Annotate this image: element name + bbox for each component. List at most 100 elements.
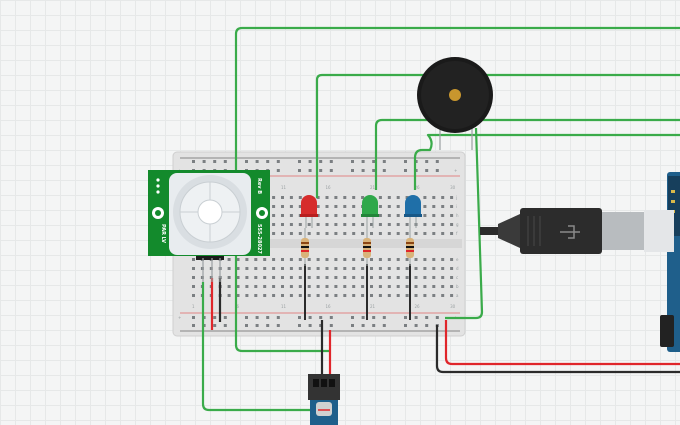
blue-led[interactable] — [404, 195, 422, 228]
resistor-2[interactable] — [363, 228, 371, 266]
breadboard-hole[interactable] — [272, 276, 276, 279]
power-wires[interactable] — [210, 278, 680, 380]
breadboard-hole[interactable] — [192, 285, 195, 288]
breadboard-hole[interactable] — [370, 276, 373, 279]
rail-hole[interactable] — [202, 160, 206, 163]
breadboard-hole[interactable] — [450, 294, 454, 297]
breadboard-hole[interactable] — [432, 276, 436, 279]
breadboard-hole[interactable] — [387, 205, 391, 208]
rail-hole[interactable] — [308, 160, 312, 163]
breadboard-hole[interactable] — [414, 267, 418, 270]
breadboard-hole[interactable] — [316, 232, 320, 235]
breadboard-hole[interactable] — [432, 267, 436, 270]
breadboard-hole[interactable] — [298, 267, 302, 270]
breadboard-hole[interactable] — [272, 285, 276, 288]
breadboard-hole[interactable] — [450, 276, 454, 279]
breadboard-hole[interactable] — [423, 276, 427, 279]
rail-hole[interactable] — [255, 316, 259, 319]
breadboard-hole[interactable] — [441, 223, 445, 226]
rail-hole[interactable] — [361, 160, 365, 163]
breadboard-hole[interactable] — [192, 276, 195, 279]
breadboard-hole[interactable] — [352, 205, 356, 208]
breadboard-hole[interactable] — [450, 196, 454, 199]
breadboard-hole[interactable] — [272, 214, 276, 217]
rail-hole[interactable] — [192, 160, 195, 163]
led-circuits[interactable] — [300, 195, 422, 320]
rail-hole[interactable] — [414, 324, 418, 327]
breadboard-hole[interactable] — [263, 285, 267, 288]
breadboard-hole[interactable] — [272, 223, 276, 226]
breadboard-hole[interactable] — [316, 294, 320, 297]
rail-hole[interactable] — [372, 324, 376, 327]
rail-hole[interactable] — [404, 316, 407, 319]
rail-hole[interactable] — [425, 160, 429, 163]
breadboard-hole[interactable] — [450, 285, 454, 288]
rail-hole[interactable] — [404, 160, 407, 163]
usb-cable[interactable] — [480, 208, 674, 254]
breadboard-hole[interactable] — [334, 205, 338, 208]
breadboard-hole[interactable] — [432, 232, 436, 235]
rail-hole[interactable] — [404, 324, 407, 327]
rail-hole[interactable] — [213, 160, 217, 163]
breadboard-hole[interactable] — [441, 232, 445, 235]
rail-hole[interactable] — [298, 316, 301, 319]
breadboard-hole[interactable] — [352, 267, 356, 270]
rail-hole[interactable] — [425, 169, 429, 172]
servo-connector[interactable] — [308, 374, 340, 425]
resistor-1[interactable] — [301, 228, 309, 266]
rail-hole[interactable] — [308, 316, 312, 319]
breadboard-hole[interactable] — [227, 258, 231, 261]
breadboard-hole[interactable] — [209, 267, 213, 270]
breadboard-hole[interactable] — [298, 276, 302, 279]
breadboard-hole[interactable] — [263, 294, 267, 297]
breadboard-hole[interactable] — [334, 258, 338, 261]
rail-hole[interactable] — [329, 169, 333, 172]
breadboard-hole[interactable] — [361, 285, 365, 288]
rail-hole[interactable] — [372, 169, 376, 172]
breadboard-hole[interactable] — [334, 294, 338, 297]
rail-hole[interactable] — [361, 324, 365, 327]
breadboard-hole[interactable] — [343, 223, 347, 226]
rail-hole[interactable] — [223, 324, 227, 327]
breadboard-hole[interactable] — [378, 285, 382, 288]
breadboard-hole[interactable] — [192, 258, 195, 261]
breadboard-hole[interactable] — [343, 232, 347, 235]
breadboard-hole[interactable] — [396, 258, 400, 261]
rail-hole[interactable] — [266, 324, 270, 327]
breadboard-hole[interactable] — [450, 232, 454, 235]
breadboard-hole[interactable] — [192, 294, 195, 297]
breadboard-hole[interactable] — [281, 223, 284, 226]
breadboard-hole[interactable] — [352, 285, 356, 288]
breadboard-hole[interactable] — [316, 205, 320, 208]
breadboard-hole[interactable] — [236, 285, 240, 288]
rail-hole[interactable] — [213, 316, 217, 319]
breadboard-hole[interactable] — [441, 294, 445, 297]
breadboard-hole[interactable] — [352, 294, 356, 297]
breadboard-hole[interactable] — [405, 232, 409, 235]
breadboard-hole[interactable] — [281, 196, 284, 199]
breadboard-hole[interactable] — [405, 223, 409, 226]
breadboard-hole[interactable] — [387, 285, 391, 288]
breadboard-hole[interactable] — [325, 223, 329, 226]
breadboard-hole[interactable] — [281, 258, 284, 261]
breadboard-hole[interactable] — [378, 232, 382, 235]
rail-hole[interactable] — [382, 160, 386, 163]
breadboard-hole[interactable] — [432, 285, 436, 288]
breadboard-hole[interactable] — [396, 276, 400, 279]
breadboard-hole[interactable] — [352, 276, 356, 279]
breadboard-hole[interactable] — [450, 214, 454, 217]
breadboard-hole[interactable] — [387, 276, 391, 279]
breadboard-hole[interactable] — [307, 232, 311, 235]
rail-hole[interactable] — [266, 160, 270, 163]
rail-hole[interactable] — [404, 169, 407, 172]
breadboard-hole[interactable] — [254, 258, 258, 261]
breadboard-hole[interactable] — [387, 294, 391, 297]
breadboard-hole[interactable] — [334, 285, 338, 288]
breadboard-hole[interactable] — [209, 276, 213, 279]
breadboard-hole[interactable] — [361, 196, 365, 199]
rail-hole[interactable] — [255, 160, 259, 163]
breadboard-hole[interactable] — [334, 276, 338, 279]
breadboard-hole[interactable] — [281, 276, 284, 279]
rail-hole[interactable] — [329, 316, 333, 319]
breadboard-hole[interactable] — [281, 285, 284, 288]
